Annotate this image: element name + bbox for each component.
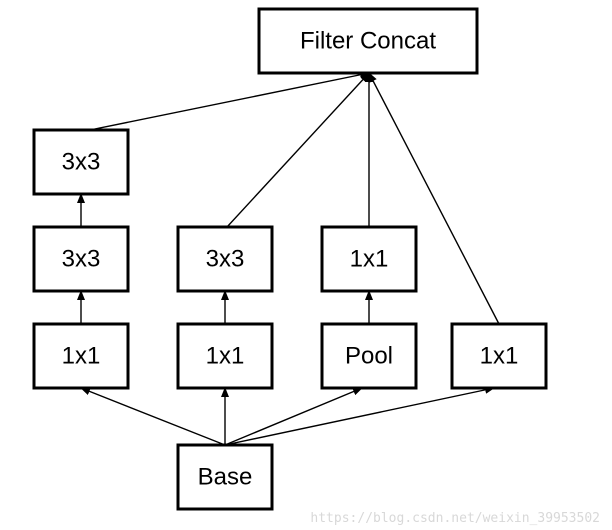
- branch1-mid-3x3-node: 3x3: [32, 225, 130, 293]
- branch3-bottom-pool-node: Pool: [320, 322, 418, 390]
- arrow-b2-mid-to-filter-concat: [226, 72, 370, 228]
- branch3-bottom-label: Pool: [345, 343, 393, 370]
- branch1-mid-label: 3x3: [62, 246, 101, 273]
- branch2-bottom-label: 1x1: [206, 343, 245, 370]
- base-node: Base: [176, 443, 274, 511]
- base-label: Base: [198, 464, 253, 491]
- arrow-base-to-b1-bottom: [80, 387, 226, 446]
- arrow-base-to-b3-bottom: [224, 387, 363, 446]
- branch2-mid-3x3-node: 3x3: [176, 225, 274, 293]
- arrow-b4-bottom-to-filter-concat: [368, 72, 500, 325]
- branch1-top-3x3-node: 3x3: [32, 128, 130, 196]
- branch2-mid-label: 3x3: [206, 246, 245, 273]
- watermark-text: https://blog.csdn.net/weixin_39953502: [310, 511, 600, 526]
- filter-concat-node: Filter Concat: [257, 7, 479, 75]
- branch1-top-label: 3x3: [62, 149, 101, 176]
- branch3-mid-1x1-node: 1x1: [320, 225, 418, 293]
- branch1-bottom-label: 1x1: [62, 343, 101, 370]
- arrow-b1-top-to-filter-concat: [89, 70, 370, 131]
- branch4-bottom-label: 1x1: [480, 343, 519, 370]
- edges-layer: [77, 70, 500, 446]
- branch2-bottom-1x1-node: 1x1: [176, 322, 274, 390]
- arrow-base-to-b4-bottom: [224, 385, 495, 446]
- branch1-bottom-1x1-node: 1x1: [32, 322, 130, 390]
- filter-concat-label: Filter Concat: [300, 28, 436, 55]
- branch3-mid-label: 1x1: [350, 246, 389, 273]
- branch4-bottom-1x1-node: 1x1: [450, 322, 548, 390]
